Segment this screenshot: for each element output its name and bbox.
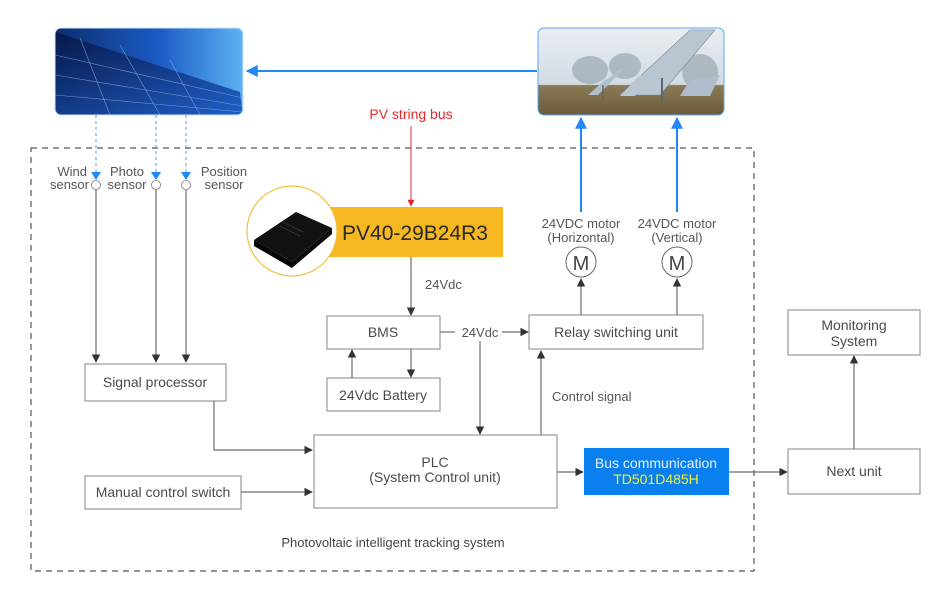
plc-box [313,434,558,509]
wind-sensor-icon [91,180,101,190]
signal-processor-box [84,363,227,402]
bms-label: BMS [368,324,398,340]
solar-panel-image [55,28,243,115]
system-title: Photovoltaic intelligent tracking system [281,535,504,550]
vertical-motor-label-2: (Vertical) [651,230,702,245]
horizontal-motor-label-2: (Horizontal) [547,230,614,245]
monitoring-system-box [787,309,921,356]
wind-sensor-label-2: sensor [50,177,90,192]
processor-to-plc-line [213,401,313,455]
converter-module-image [246,185,338,277]
battery-box [326,377,441,412]
wind-sensor-label-1: Wind [57,164,87,179]
plc-label: PLC [421,454,448,470]
converter-model-label: PV40-29B24R3 [342,222,488,245]
converter-output-label: 24Vdc [425,277,462,292]
photo-sensor-icon [151,180,161,190]
bus-communication-box [584,448,729,495]
battery-label: 24Vdc Battery [339,387,427,403]
photo-sensor-label-1: Photo [110,164,144,179]
plc-sublabel: (System Control unit) [369,469,500,485]
control-signal-label: Control signal [552,389,632,404]
vertical-motor-symbol: M [669,253,686,275]
signal-processor-label: Signal processor [103,374,208,390]
horizontal-motor-icon [565,246,597,278]
bus-module-model: TD501D485H [613,471,699,487]
manual-switch-label: Manual control switch [96,484,231,500]
horizontal-motor-label-1: 24VDC motor [542,216,621,231]
vertical-motor-icon [661,246,693,278]
position-sensor-label-2: sensor [204,177,244,192]
solar-tracker-field-image [538,28,724,115]
position-sensor-icon [181,180,191,190]
system-boundary-frame [30,147,755,572]
vertical-motor-label-1: 24VDC motor [638,216,717,231]
monitoring-system-label: Monitoring [821,317,886,333]
bus-communication-label: Bus communication [595,455,717,471]
position-sensor-label-1: Position [201,164,247,179]
horizontal-motor-symbol: M [573,253,590,275]
pv-string-bus-label: PV string bus [369,106,452,122]
bms-output-label: 24Vdc [462,325,499,340]
monitoring-system-sublabel: System [831,333,878,349]
relay-switching-label: Relay switching unit [554,324,678,340]
next-unit-label: Next unit [826,463,881,479]
photo-sensor-label-2: sensor [107,177,147,192]
relay-switching-box [528,314,704,350]
bms-box [326,315,441,350]
